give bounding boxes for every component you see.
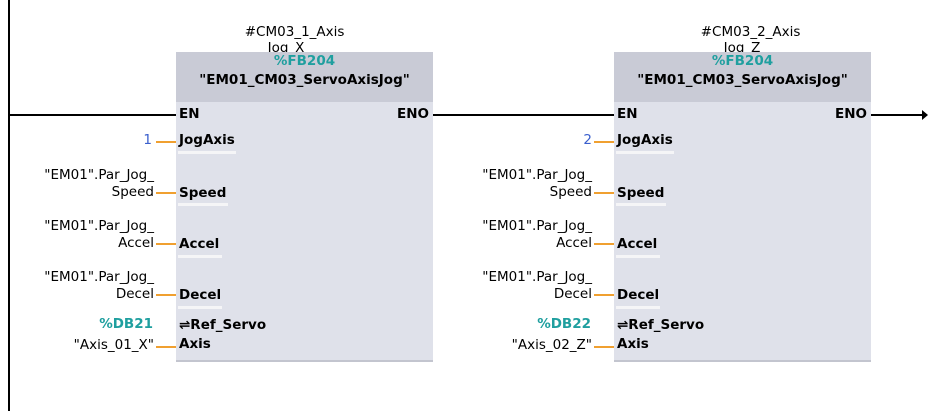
accel-operand-line1: "EM01".Par_Jog_	[482, 218, 592, 234]
pin-underline	[616, 203, 666, 206]
instance-name-line1: #CM03_1_Axis	[244, 24, 345, 40]
pin-speed[interactable]: Speed	[179, 185, 227, 201]
decel-operand-line1: "EM01".Par_Jog_	[44, 269, 154, 285]
axis-db-reference: %DB22	[537, 316, 591, 332]
pin-jogaxis[interactable]: JogAxis	[179, 132, 235, 148]
axis-operand[interactable]: "Axis_01_X"	[73, 337, 154, 353]
power-flow-wire-3[interactable]	[871, 114, 922, 116]
fb-reference: %FB204	[273, 53, 336, 69]
axis-wire	[594, 346, 614, 348]
jogaxis-wire	[594, 141, 614, 143]
block-bottom-border	[176, 360, 433, 362]
accel-operand[interactable]: "EM01".Par_Jog_ Accel	[20, 218, 154, 252]
fb-name: "EM01_CM03_ServoAxisJog"	[199, 72, 410, 88]
accel-operand-line2: Accel	[118, 235, 154, 251]
axis-db-reference: %DB21	[99, 316, 153, 332]
pin-en[interactable]: EN	[179, 106, 200, 122]
pin-inout-ref-servo[interactable]: ⇌Ref_Servo	[617, 317, 705, 333]
accel-operand[interactable]: "EM01".Par_Jog_ Accel	[458, 218, 592, 252]
decel-wire	[594, 294, 614, 296]
pin-accel[interactable]: Accel	[617, 236, 658, 252]
pin-inout-ref-servo[interactable]: ⇌Ref_Servo	[179, 317, 267, 333]
accel-operand-line2: Accel	[556, 235, 592, 251]
decel-wire	[156, 294, 176, 296]
accel-wire	[156, 243, 176, 245]
pin-underline	[178, 151, 236, 154]
pin-underline	[616, 255, 660, 258]
pin-accel[interactable]: Accel	[179, 236, 220, 252]
power-flow-wire-1[interactable]	[10, 114, 176, 116]
block-header: %FB204 "EM01_CM03_ServoAxisJog"	[614, 52, 871, 102]
speed-wire	[156, 192, 176, 194]
fb-reference: %FB204	[711, 53, 774, 69]
pin-underline	[178, 203, 228, 206]
accel-wire	[594, 243, 614, 245]
speed-operand-line2: Speed	[549, 184, 592, 200]
pin-eno[interactable]: ENO	[835, 106, 867, 122]
pin-en[interactable]: EN	[617, 106, 638, 122]
speed-wire	[594, 192, 614, 194]
pin-underline	[616, 306, 660, 309]
axis-wire	[156, 346, 176, 348]
pin-eno[interactable]: ENO	[397, 106, 429, 122]
block-bottom-border	[614, 360, 871, 362]
pin-underline	[178, 255, 222, 258]
speed-operand[interactable]: "EM01".Par_Jog_ Speed	[20, 167, 154, 201]
network-continue-arrow-icon	[922, 110, 928, 120]
speed-operand-line1: "EM01".Par_Jog_	[482, 167, 592, 183]
pin-underline	[178, 306, 222, 309]
jogaxis-wire	[156, 141, 176, 143]
power-rail	[8, 0, 10, 411]
power-flow-wire-2[interactable]	[433, 114, 614, 116]
function-block-box[interactable]: %FB204 "EM01_CM03_ServoAxisJog" EN ENO J…	[176, 52, 433, 362]
speed-operand-line1: "EM01".Par_Jog_	[44, 167, 154, 183]
pin-axis[interactable]: Axis	[617, 336, 649, 352]
decel-operand-line2: Decel	[553, 286, 592, 302]
function-block-box[interactable]: %FB204 "EM01_CM03_ServoAxisJog" EN ENO J…	[614, 52, 871, 362]
decel-operand[interactable]: "EM01".Par_Jog_ Decel	[458, 269, 592, 303]
pin-speed[interactable]: Speed	[617, 185, 665, 201]
speed-operand-line2: Speed	[111, 184, 154, 200]
pin-decel[interactable]: Decel	[617, 287, 660, 303]
decel-operand-line2: Decel	[115, 286, 154, 302]
pin-axis[interactable]: Axis	[179, 336, 211, 352]
speed-operand[interactable]: "EM01".Par_Jog_ Speed	[458, 167, 592, 201]
pin-underline	[616, 151, 674, 154]
jogaxis-constant[interactable]: 2	[583, 132, 592, 148]
fb-name: "EM01_CM03_ServoAxisJog"	[637, 72, 848, 88]
axis-operand[interactable]: "Axis_02_Z"	[511, 337, 592, 353]
jogaxis-constant[interactable]: 1	[143, 132, 152, 148]
pin-decel[interactable]: Decel	[179, 287, 222, 303]
block-header: %FB204 "EM01_CM03_ServoAxisJog"	[176, 52, 433, 102]
instance-name-line1: #CM03_2_Axis	[700, 24, 801, 40]
decel-operand-line1: "EM01".Par_Jog_	[482, 269, 592, 285]
pin-jogaxis[interactable]: JogAxis	[617, 132, 673, 148]
accel-operand-line1: "EM01".Par_Jog_	[44, 218, 154, 234]
decel-operand[interactable]: "EM01".Par_Jog_ Decel	[20, 269, 154, 303]
